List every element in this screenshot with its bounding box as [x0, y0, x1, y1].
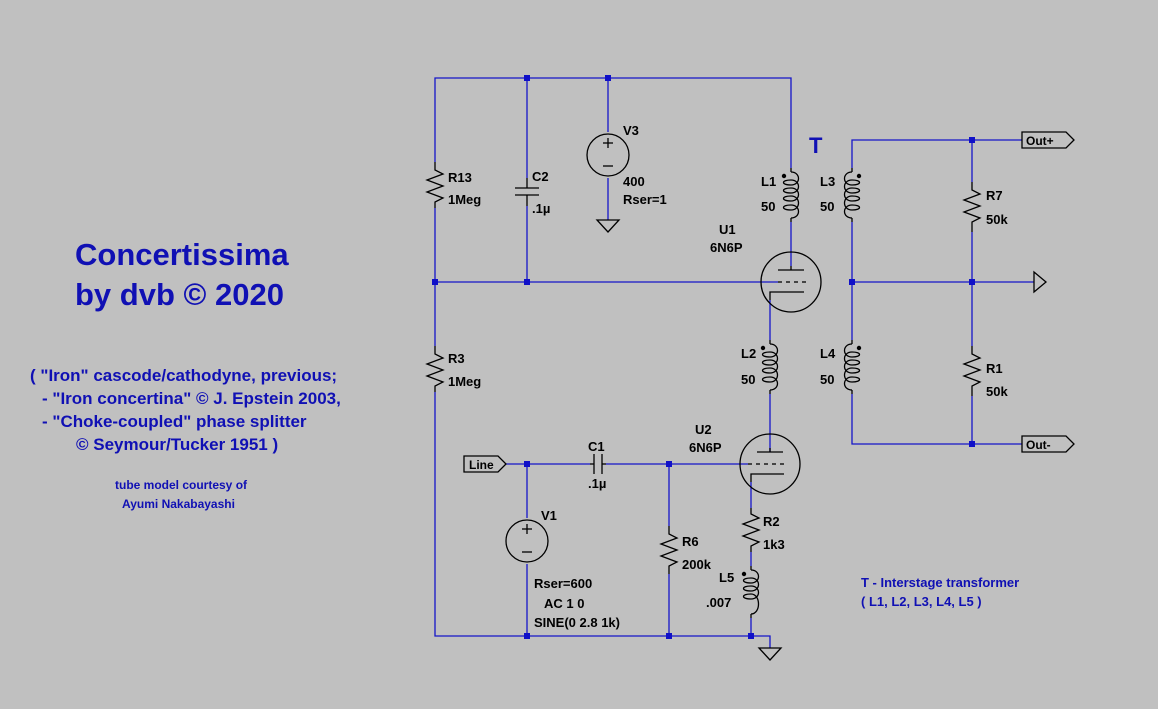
u2-value: 6N6P [689, 440, 722, 455]
v3-label: V3 [623, 123, 639, 138]
resistor-r3 [425, 346, 445, 392]
l1-label: L1 [761, 174, 776, 189]
capacitor-c2 [515, 178, 539, 206]
port-out-minus-label: Out- [1026, 438, 1051, 452]
r3-label: R3 [448, 351, 465, 366]
history-line3: - "Choke-coupled" phase splitter [42, 412, 307, 431]
port-out-plus: Out+ [1021, 131, 1075, 149]
r2-value: 1k3 [763, 537, 785, 552]
inductor-l2 [760, 340, 779, 394]
capacitor-c1 [590, 454, 606, 474]
port-out-minus: Out- [1021, 435, 1075, 453]
transformer-note-line2: ( L1, L2, L3, L4, L5 ) [861, 594, 982, 609]
wire-bottom-rail [434, 392, 751, 637]
ground-icon [757, 647, 783, 661]
r7-label: R7 [986, 188, 1003, 203]
r7-value: 50k [986, 212, 1008, 227]
inductor-l3 [843, 168, 862, 222]
v3-rser: Rser=1 [623, 192, 667, 207]
l3-label: L3 [820, 174, 835, 189]
junction [849, 279, 855, 285]
transformer-mark: T [809, 133, 823, 158]
junction [969, 137, 975, 143]
history-line4: © Seymour/Tucker 1951 ) [76, 435, 278, 454]
r6-label: R6 [682, 534, 699, 549]
l1-value: 50 [761, 199, 775, 214]
v1-label: V1 [541, 508, 557, 523]
title-line2: by dvb © 2020 [75, 277, 284, 312]
inductor-l5 [741, 566, 760, 618]
voltage-source-v3 [586, 133, 630, 177]
junction [666, 461, 672, 467]
transformer-note-line1: T - Interstage transformer [861, 575, 1019, 590]
junction [432, 279, 438, 285]
u1-value: 6N6P [710, 240, 743, 255]
junction [969, 279, 975, 285]
history-line1: ( "Iron" cascode/cathodyne, previous; [30, 366, 337, 385]
junction [969, 441, 975, 447]
tube-u1 [760, 251, 822, 313]
wire-out-minus [851, 394, 1022, 445]
inductor-l1 [781, 168, 800, 222]
junctions [432, 75, 975, 639]
port-center-arrow [1033, 270, 1048, 294]
wire-top-rail [434, 77, 792, 168]
l5-value: .007 [706, 595, 731, 610]
resistor-r7 [962, 182, 982, 232]
title-line1: Concertissima [75, 237, 289, 272]
r6-value: 200k [682, 557, 712, 572]
r2-label: R2 [763, 514, 780, 529]
c2-value: .1µ [532, 201, 550, 216]
l4-label: L4 [820, 346, 836, 361]
v1-ac: AC 1 0 [544, 596, 584, 611]
c1-value: .1µ [588, 476, 606, 491]
junction [524, 75, 530, 81]
wire-gnd-stub [751, 635, 771, 648]
r3-value: 1Meg [448, 374, 481, 389]
voltage-source-v1 [505, 519, 549, 563]
junction [748, 633, 754, 639]
u2-label: U2 [695, 422, 712, 437]
inductor-l4 [843, 340, 862, 394]
history-line2: - "Iron concertina" © J. Epstein 2003, [42, 389, 341, 408]
r13-value: 1Meg [448, 192, 481, 207]
u1-label: U1 [719, 222, 736, 237]
r1-value: 50k [986, 384, 1008, 399]
port-line-label: Line [469, 458, 494, 472]
credit-line2: Ayumi Nakabayashi [122, 497, 235, 511]
l4-value: 50 [820, 372, 834, 387]
resistor-r6 [659, 526, 679, 574]
port-line: Line [463, 455, 507, 473]
l3-value: 50 [820, 199, 834, 214]
resistor-r2 [741, 508, 761, 552]
l2-value: 50 [741, 372, 755, 387]
junction [605, 75, 611, 81]
ground-icon [595, 219, 621, 233]
resistor-r1 [962, 346, 982, 396]
junction [524, 633, 530, 639]
c1-label: C1 [588, 439, 605, 454]
l2-label: L2 [741, 346, 756, 361]
port-out-plus-label: Out+ [1026, 134, 1054, 148]
r1-label: R1 [986, 361, 1003, 376]
resistor-r13 [425, 162, 445, 208]
tube-u2 [739, 433, 801, 495]
v1-rser: Rser=600 [534, 576, 592, 591]
r13-label: R13 [448, 170, 472, 185]
v1-sine: SINE(0 2.8 1k) [534, 615, 620, 630]
credit-line1: tube model courtesy of [115, 478, 248, 492]
v3-value: 400 [623, 174, 645, 189]
wire-out-plus [851, 139, 1022, 168]
junction [524, 461, 530, 467]
junction [524, 279, 530, 285]
c2-label: C2 [532, 169, 549, 184]
l5-label: L5 [719, 570, 734, 585]
junction [666, 633, 672, 639]
